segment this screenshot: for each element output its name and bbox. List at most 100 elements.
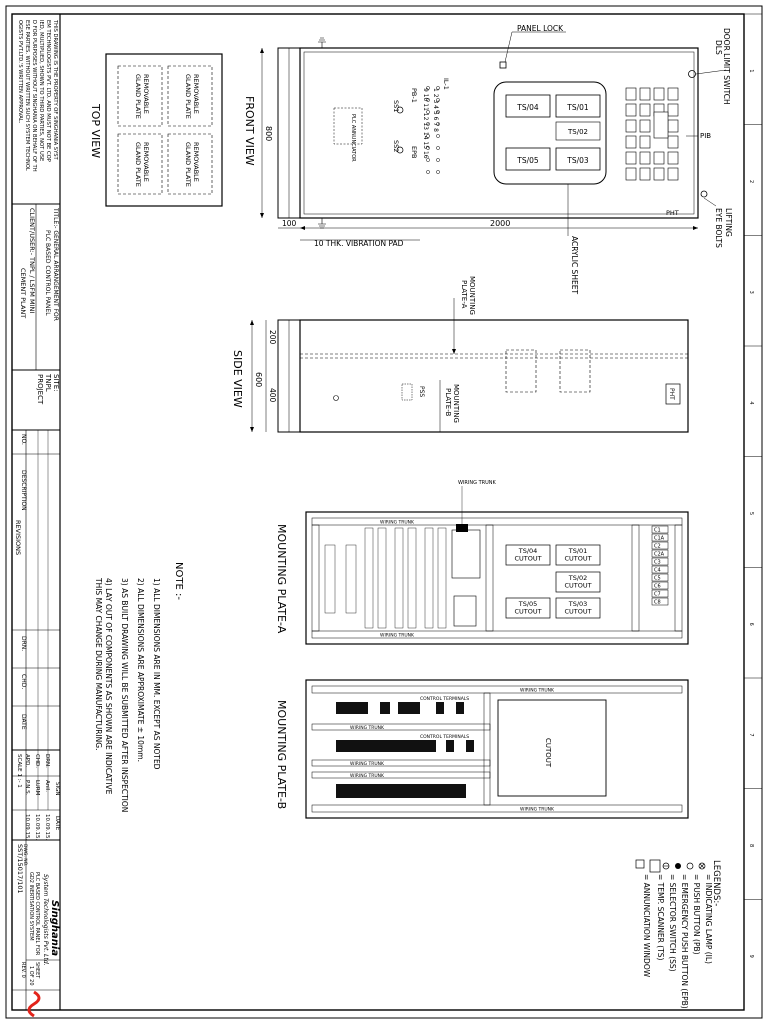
relay: [651, 525, 669, 534]
relay: [651, 581, 669, 590]
border-zone-number: 8: [748, 844, 754, 847]
border-zone-number: 4: [748, 401, 754, 404]
gland-label-1b: GLAND PLATE: [134, 74, 142, 119]
indicating-lamp: [426, 86, 430, 90]
legend-item-epb: = EMERGENCY PUSH BUTTON (EPB): [680, 874, 689, 1009]
plate-b-cutout-label: CUTOUT: [544, 738, 552, 768]
annunciation-window: [667, 167, 679, 181]
ts-cutout-label: TS/03: [568, 600, 588, 608]
annunciation-window: [625, 119, 637, 133]
indicating-lamp: [436, 158, 440, 162]
border-zone-number: 9: [748, 955, 754, 958]
relay: [651, 541, 669, 550]
annunciation-window: [625, 167, 637, 181]
drn-sign: Anil.: [44, 780, 50, 792]
dim-a: 200: [268, 330, 277, 345]
apd-label: APD.: [24, 754, 30, 767]
legend-item-ss: = SELECTOR SWITCH (SS): [668, 874, 677, 972]
pss-label: PSS: [418, 386, 425, 397]
relay: [651, 573, 669, 582]
company-name: Singhania: [49, 900, 60, 956]
plate-b-trunk-b: WIRING TRUNK: [520, 807, 555, 813]
annunciation-windows: [625, 87, 679, 181]
annunciation-window: [653, 167, 665, 181]
scale-label: SCALE 1 :- 1: [16, 754, 22, 788]
chd-label: CHD.: [34, 754, 40, 768]
top-view-outline: [105, 53, 223, 207]
plate-b-trunk-3: WIRING TRUNK: [350, 761, 385, 767]
annunciation-window: [667, 151, 679, 165]
property-line-6: OGISTS PVT.LTD.'S WRITTEN APPROVAL.: [17, 20, 23, 124]
plate-b-trunk-4: WIRING TRUNK: [350, 773, 385, 779]
relay-label: C2A: [654, 552, 665, 558]
door-limit-switch: [688, 70, 696, 78]
mount-b-label-2: PLATE-B: [444, 388, 452, 417]
sign-header: SIGN: [54, 782, 60, 796]
relay-label: C3: [654, 560, 661, 566]
plate-a-cutouts: TS/04CUTOUTTS/01CUTOUTTS/02CUTOUTTS/05CU…: [505, 544, 601, 619]
annunciation-window: [667, 103, 679, 117]
company-logo-icon: [27, 990, 41, 1018]
property-line-5: ESE PARTIES. WITHOUT WRITTEN SUCH SYSTEM…: [24, 20, 30, 171]
note-3: 3) AS BUILT DRAWING WILL BE SUBMITTED AF…: [120, 578, 129, 812]
side-panel-outline: [299, 319, 689, 433]
annunciation-window: [639, 87, 651, 101]
ts-cutout-label: CUTOUT: [514, 608, 541, 616]
name-plate: [653, 111, 669, 139]
date-header: DATE: [54, 816, 60, 831]
drn-label: DRN.: [44, 754, 50, 768]
title-block: THIS DRAWING IS THE PROPERTY OF SINGHANI…: [12, 14, 61, 1018]
border-zone-number: 2: [748, 180, 754, 183]
ts-cutout-label: TS/01: [568, 547, 588, 555]
title-line-2: PLC BASED CONTROL PANEL: [44, 230, 51, 316]
gland-label-2b: GLAND PLATE: [184, 74, 192, 119]
border-zone-number: 1: [748, 69, 754, 72]
rev-number: REV. 0: [20, 962, 26, 978]
sheet-number: 1 OF 20: [28, 966, 34, 986]
indicating-lamp: [426, 134, 430, 138]
gland-label-2: REMOVABLE: [192, 74, 200, 114]
epb-label: EPB: [410, 146, 418, 159]
indicating-lamp: [426, 110, 430, 114]
plate-a-trunk-top: WIRING TRUNK: [380, 520, 415, 526]
ts-cutout-label: TS/02: [568, 574, 588, 582]
apd-sign: P.N.S.: [24, 780, 30, 796]
gland-label-3: REMOVABLE: [142, 142, 150, 182]
mounting-plate-a: WIRING TRUNK WIRING TRUNK WIRING TRUNK T…: [275, 480, 689, 645]
site-line-2: TNPL: [44, 373, 52, 392]
mounting-plate-b: WIRING TRUNK WIRING TRUNK WIRING TRUNK W…: [275, 679, 689, 819]
ss1-switch: [396, 106, 404, 114]
annunciation-window-icon: [635, 859, 645, 869]
eye-bolts-label: EYE BOLTS: [714, 208, 723, 248]
relay-label: C4: [654, 568, 661, 574]
plc-annunciator-label: PLC ANNUNCIATOR: [350, 114, 356, 162]
acrylic-window: [493, 81, 607, 185]
ts-01-box: [555, 94, 601, 118]
mount-b-label: MOUNTING: [452, 384, 460, 423]
relay: [651, 549, 669, 558]
acrylic-label: ACRYLIC SHEET: [570, 236, 579, 294]
dim-b: 400: [268, 388, 277, 403]
gland-label-1: REMOVABLE: [142, 74, 150, 114]
plate-b-outline: [305, 679, 689, 819]
side-view: PHT PSS MOUNTING PLATE-A MOUNTING PLATE-…: [231, 276, 689, 433]
ts-02-label: TS/02: [567, 128, 588, 136]
annunciation-window: [639, 103, 651, 117]
drg-title-1: PLC BASED CONTROL PANEL FOR: [34, 872, 40, 956]
site-line-3: PROJECT: [36, 374, 44, 405]
note-4: 4) LAY OUT OF COMPONENTS AS SHOWN ARE IN…: [104, 578, 113, 795]
legend-item-ts: = TEMP. SCANNER (TS): [656, 874, 665, 961]
gland-label-3b: GLAND PLATE: [134, 142, 142, 187]
ts-cutout: [555, 571, 601, 593]
indicating-lamp: [436, 86, 440, 90]
rev-col-desc: DESCRIPTION: [20, 470, 27, 511]
il-label: IL-1: [442, 78, 450, 90]
annunciation-window: [653, 87, 665, 101]
pht-label: PHT: [666, 209, 679, 217]
io-row-2: 9 10 11 12 13 14 15 16: [422, 88, 429, 159]
property-line-3: IED, MULTIPLIED, SHOWN TO THIRD PARTIES,…: [38, 20, 44, 161]
border-zone-number: 6: [748, 623, 754, 626]
indicating-lamp: [436, 110, 440, 114]
plate-b-trunk-2: WIRING TRUNK: [350, 725, 385, 731]
notes-title: NOTE :-: [173, 562, 184, 600]
